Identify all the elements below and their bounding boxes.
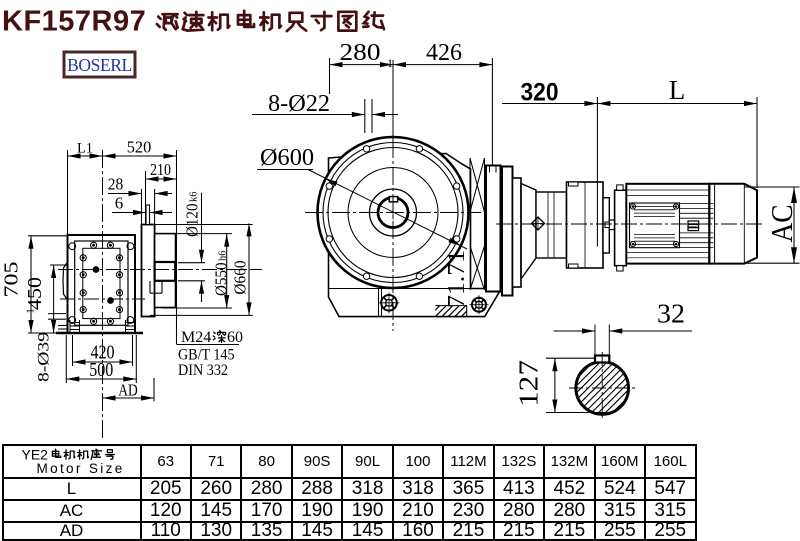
svg-text:320: 320 <box>521 79 559 107</box>
svg-text:32: 32 <box>657 299 685 329</box>
svg-text:450: 450 <box>24 277 46 310</box>
svg-text:k6: k6 <box>189 192 200 203</box>
svg-text:GB/T 145: GB/T 145 <box>178 347 235 364</box>
svg-text:1: 1 <box>387 56 393 70</box>
svg-text:71.71: 71.71 <box>444 250 470 308</box>
svg-text:Motor Size: Motor Size <box>36 461 124 476</box>
svg-text:L1: L1 <box>77 141 93 157</box>
svg-text:8-Ø39: 8-Ø39 <box>36 332 53 382</box>
svg-text:210: 210 <box>150 160 171 179</box>
svg-text:AC: AC <box>764 205 799 243</box>
svg-text:M24: M24 <box>181 329 211 346</box>
svg-text:6: 6 <box>115 194 124 213</box>
svg-text:705: 705 <box>1 262 23 298</box>
svg-text:520: 520 <box>127 138 152 157</box>
svg-text:DIN 332: DIN 332 <box>178 362 228 379</box>
svg-text:500: 500 <box>89 359 113 381</box>
svg-text:Ø120: Ø120 <box>183 204 202 238</box>
svg-text:Ø660: Ø660 <box>231 261 250 295</box>
svg-text:AD: AD <box>118 381 138 400</box>
svg-text:426: 426 <box>426 40 462 66</box>
svg-text:YE2: YE2 <box>21 447 48 463</box>
svg-text:Ø550: Ø550 <box>212 263 231 297</box>
svg-text:420: 420 <box>91 342 115 364</box>
svg-text:h6: h6 <box>218 251 229 262</box>
svg-text:280: 280 <box>340 40 381 66</box>
svg-text:60: 60 <box>227 329 243 346</box>
svg-text:127: 127 <box>514 360 544 407</box>
svg-text:28: 28 <box>108 175 124 194</box>
svg-text:1: 1 <box>25 308 37 314</box>
svg-text:BOSERL: BOSERL <box>67 55 132 75</box>
svg-text:KF157R97: KF157R97 <box>2 6 146 38</box>
svg-text:L: L <box>669 75 686 105</box>
svg-text:Ø600: Ø600 <box>260 145 314 171</box>
svg-text:8-Ø22: 8-Ø22 <box>268 91 330 117</box>
